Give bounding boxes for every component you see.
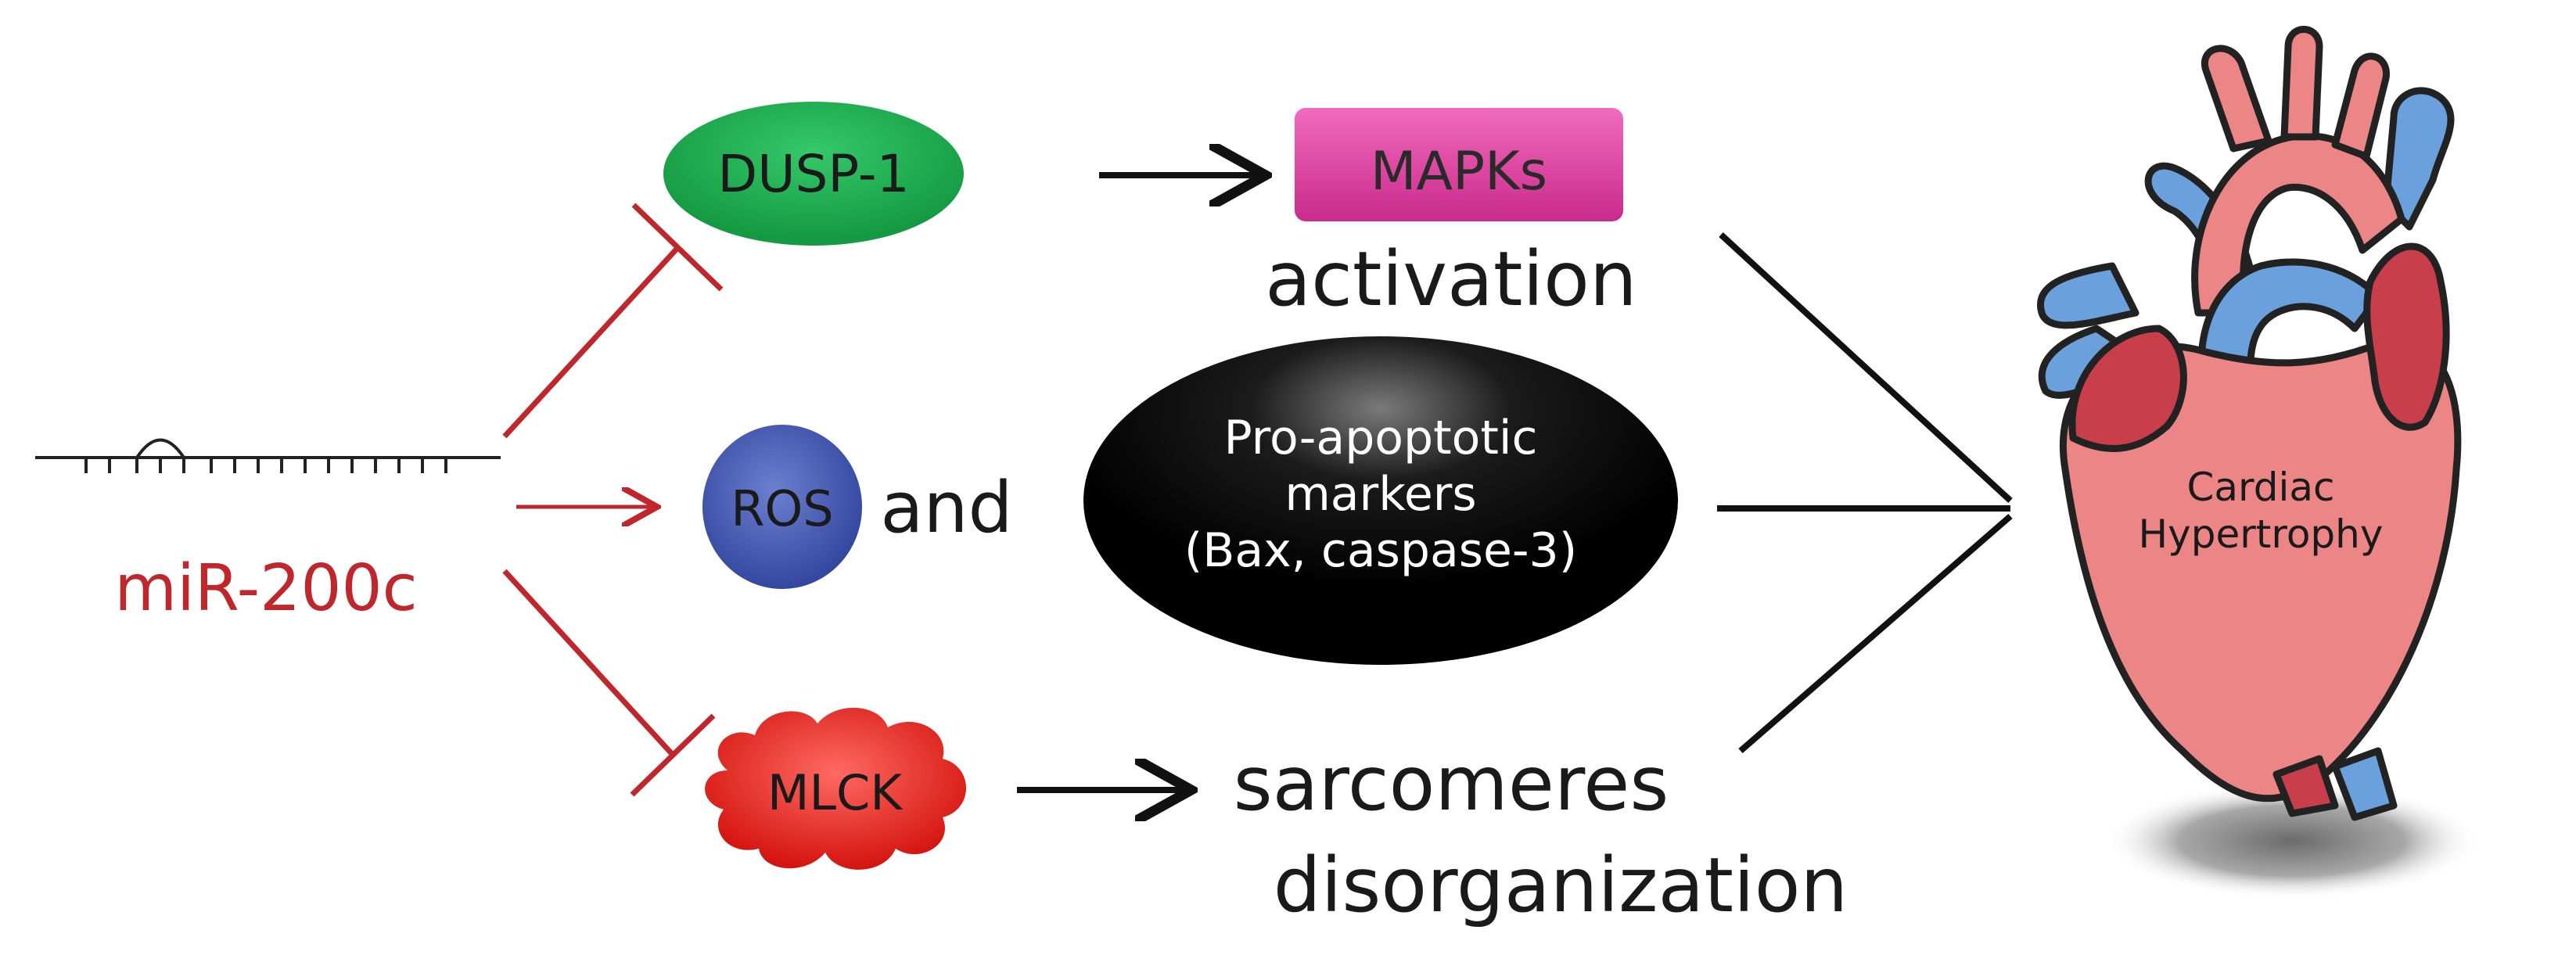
- mlck-label: MLCK: [767, 764, 903, 821]
- mirna-hairpin-icon: [35, 438, 501, 473]
- mlck-node: [705, 707, 966, 870]
- outcome-line1: Cardiac: [2187, 465, 2335, 510]
- dusp1-label: DUSP-1: [717, 144, 909, 204]
- pro-apoptotic-line2: markers: [1284, 467, 1476, 522]
- sarcomeres-line2: disorganization: [1274, 842, 1848, 929]
- pro-apoptotic-line3: (Bax, caspase-3): [1184, 523, 1577, 578]
- outcome-line2: Hypertrophy: [2139, 512, 2384, 557]
- inhibition-to-mlck: [502, 569, 716, 797]
- convergence-lines: [1717, 232, 2013, 754]
- pro-apoptotic-node: [1083, 336, 1678, 665]
- dusp1-node: [663, 102, 964, 246]
- mapks-node: [1295, 108, 1623, 221]
- sarcomeres-line1: sarcomeres: [1234, 740, 1669, 828]
- ros-label: ROS: [731, 480, 833, 537]
- mapks-label: MAPKs: [1371, 141, 1547, 203]
- inhibition-to-dusp1: [502, 203, 724, 439]
- pro-apoptotic-line1: Pro-apoptotic: [1223, 411, 1537, 465]
- ros-node: [702, 425, 862, 589]
- heart-icon: [2037, 26, 2462, 821]
- and-label: and: [880, 467, 1012, 549]
- activation-label: activation: [1265, 235, 1636, 323]
- mirna-label: miR-200c: [114, 551, 418, 626]
